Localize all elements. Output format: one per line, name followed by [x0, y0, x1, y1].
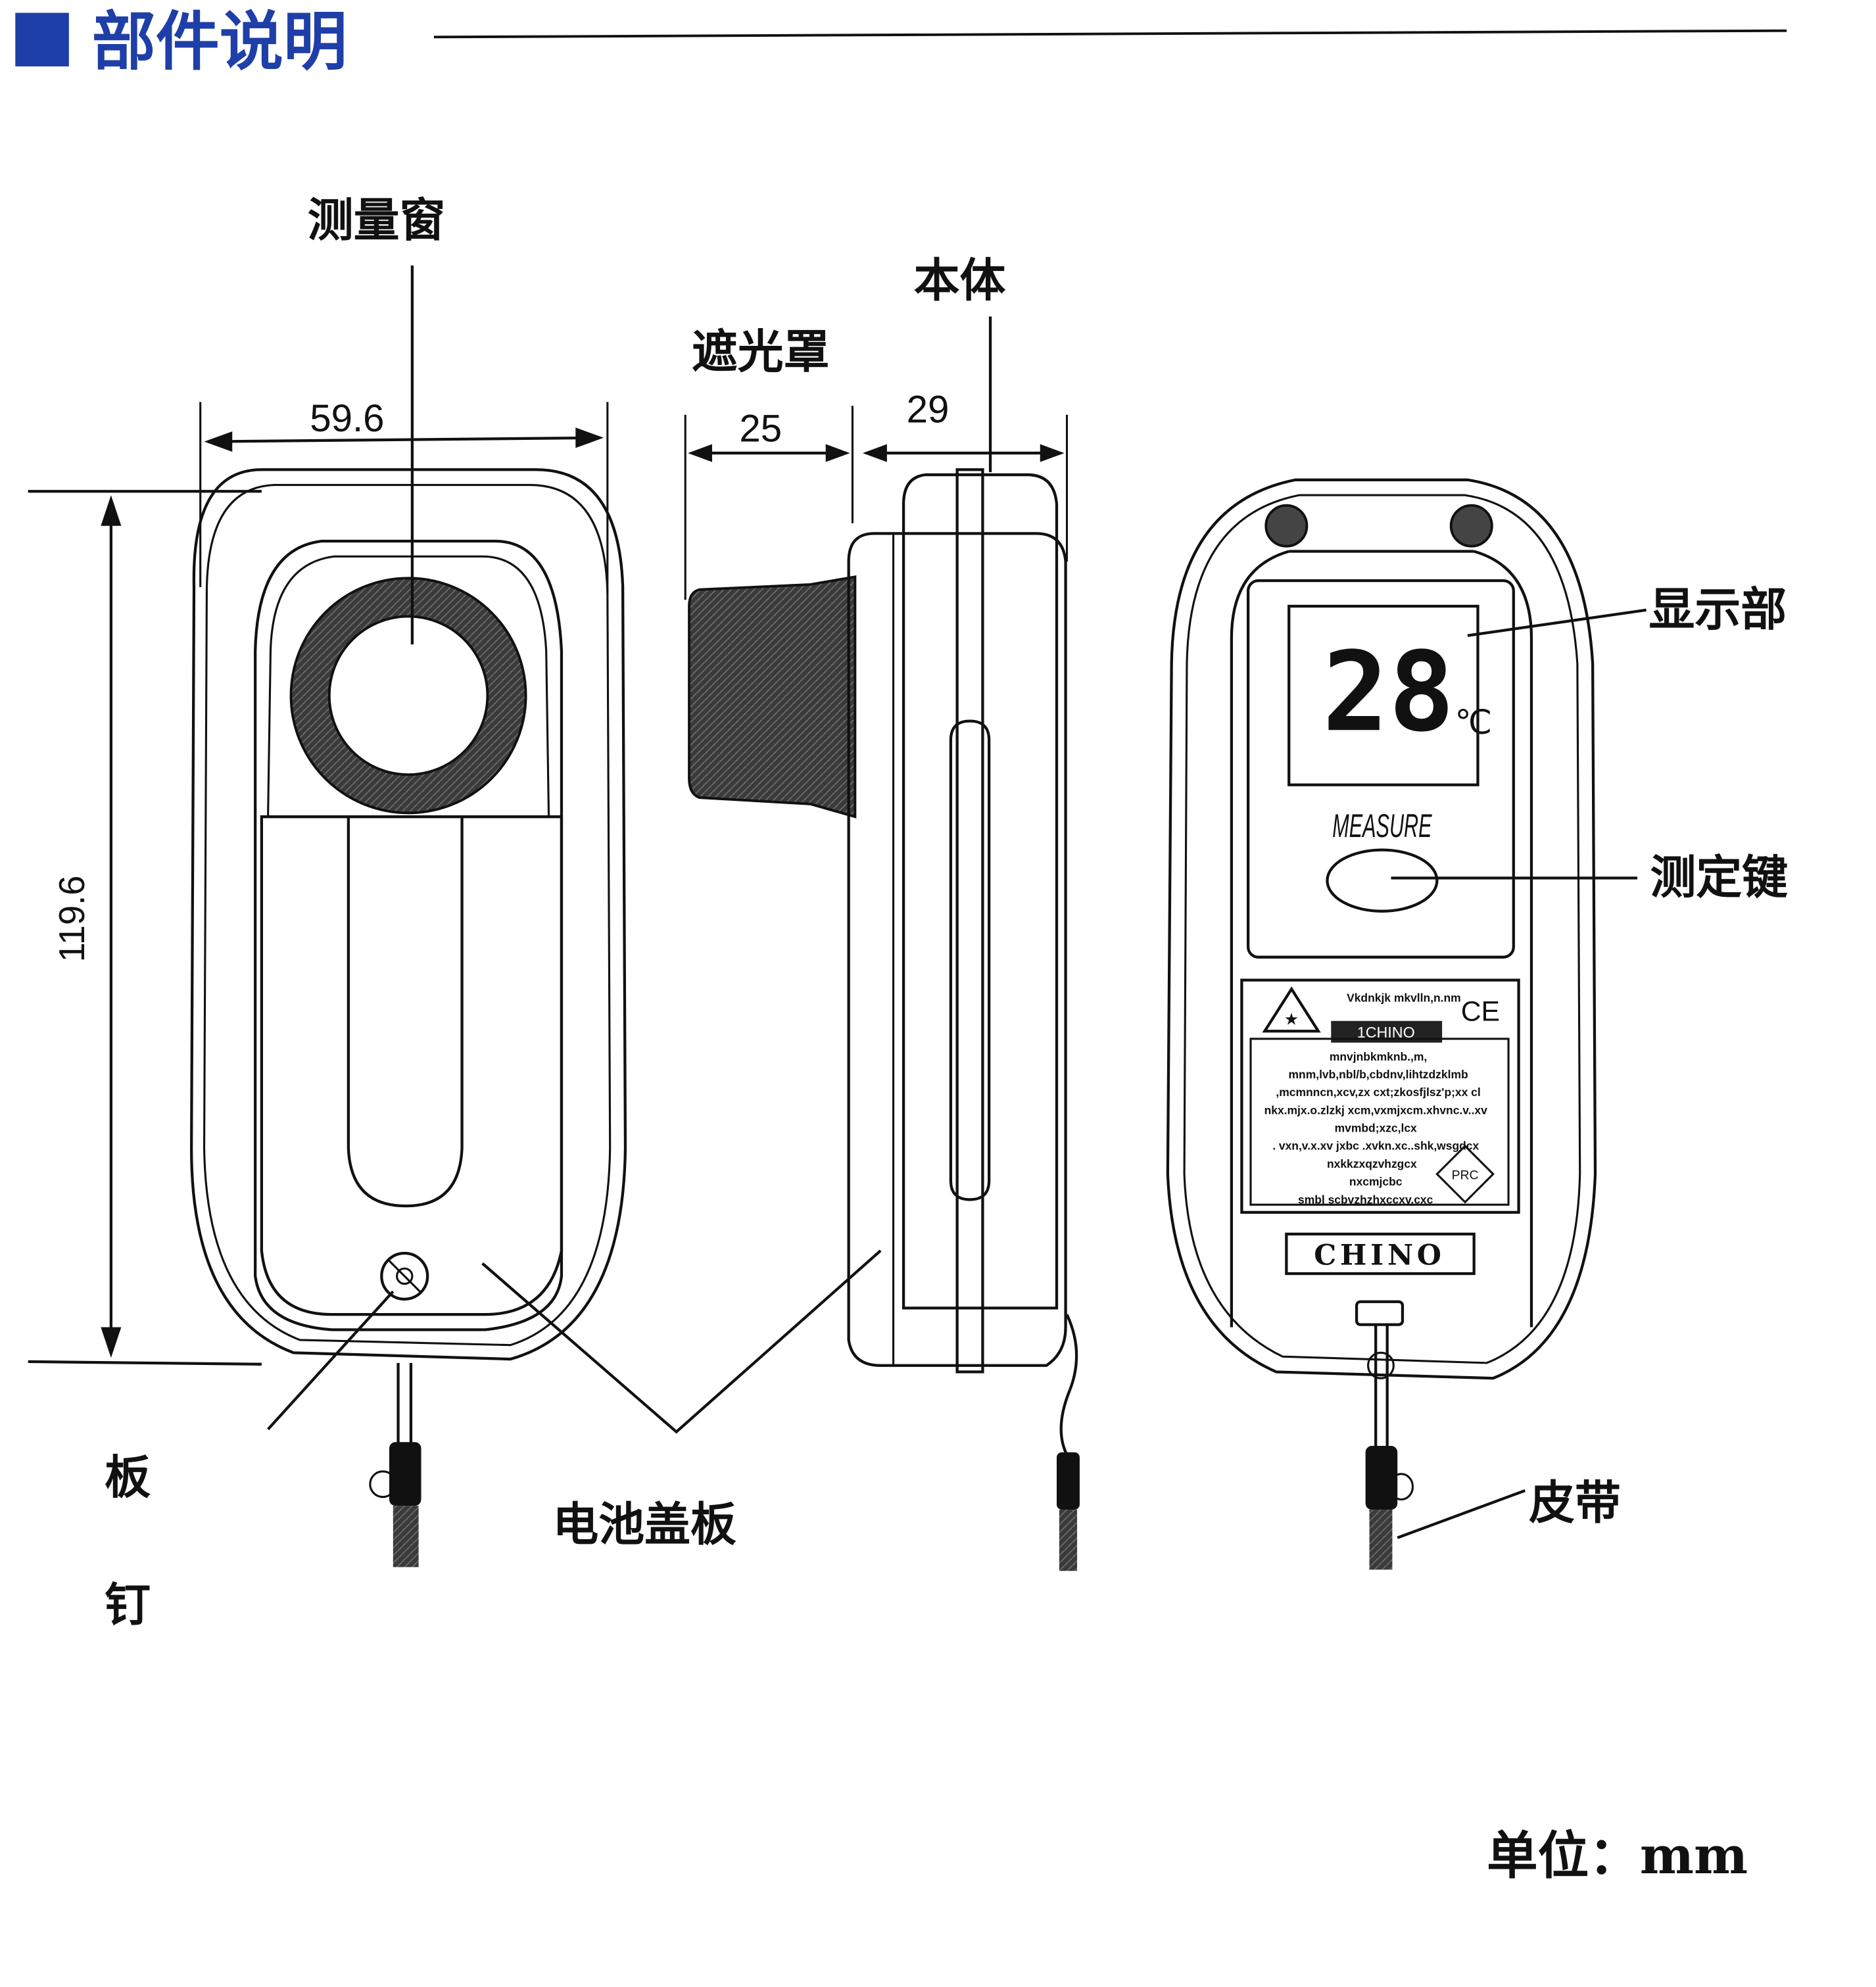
unit-note: 单位：mm	[1487, 1826, 1748, 1886]
label-battery-cover: 电池盖板	[552, 1498, 736, 1552]
lcd-unit: ℃	[1455, 703, 1493, 742]
light-hood	[688, 575, 857, 819]
header-square-icon	[15, 12, 69, 66]
label-display: 显示部	[1649, 583, 1787, 636]
width-dimension: 59.6	[199, 397, 609, 594]
screw-cap-right	[1449, 504, 1493, 548]
header-rule	[433, 29, 1787, 39]
label-measure-key: 测定键	[1650, 851, 1788, 905]
screw-icon	[380, 1251, 429, 1301]
svg-text:★: ★	[1284, 1011, 1299, 1029]
spec-label: ★ Vkdnkjk mkvlln,n.nm CE 1CHINO mnvjnbkm…	[1240, 978, 1520, 1214]
page-title: 部件说明	[92, 5, 347, 79]
label-hood: 遮光罩	[692, 325, 830, 379]
svg-text:mnvjnbkmknb.,m,: mnvjnbkmknb.,m,	[1330, 1050, 1427, 1063]
height-dimension: 119.6	[28, 490, 262, 1366]
side-dimensions: 25 29	[684, 388, 1069, 600]
screw-cap-left	[1264, 504, 1309, 548]
ce-mark: CE	[1461, 996, 1500, 1028]
hood-length-value: 25	[739, 408, 782, 450]
brand-plate	[1285, 1232, 1476, 1276]
strap-clip	[389, 1442, 421, 1506]
svg-text:Vkdnkjk mkvlln,n.nm: Vkdnkjk mkvlln,n.nm	[1347, 992, 1461, 1005]
rear-view: 28 ℃ MEASURE ★ Vkdnkjk mkvlln,n.nm CE 1C…	[1166, 478, 1597, 1570]
svg-text:nxkkzxqzvhzgcx: nxkkzxqzvhzgcx	[1327, 1157, 1417, 1170]
svg-text:smbl scbvzhzhxccxv.cxc: smbl scbvzhzhxccxv.cxc	[1298, 1193, 1433, 1206]
label-body: 本体	[914, 254, 1006, 307]
svg-text:nxcmjcbc: nxcmjcbc	[1349, 1175, 1403, 1188]
label-measuring-window: 测量窗	[308, 194, 446, 247]
prc-mark	[1435, 1144, 1495, 1204]
label-screw-2: 钉	[105, 1579, 151, 1632]
battery-cover	[260, 815, 564, 1316]
svg-text:. vxn,v.x.xv jxbc .xvkn.xc..sh: . vxn,v.x.xv jxbc .xvkn.xc..shk,wsgdcx	[1272, 1139, 1479, 1153]
svg-text:nkx.mjx.o.zlzkj xcm,vxmjxcm.xh: nkx.mjx.o.zlzkj xcm,vxmjxcm.xhvnc.v..xv	[1264, 1103, 1488, 1116]
svg-text:PRC: PRC	[1452, 1168, 1479, 1182]
width-value: 59.6	[310, 397, 384, 440]
svg-text:mnm,lvb,nbl/b,cbdnv,lihtzdzklm: mnm,lvb,nbl/b,cbdnv,lihtzdzklmb	[1289, 1068, 1468, 1081]
svg-text:,mcmnncn,xcv,zx cxt;zkosfjlsz': ,mcmnncn,xcv,zx cxt;zkosfjlsz'p;xx cl	[1276, 1086, 1480, 1099]
measure-label: MEASURE	[1332, 807, 1432, 844]
height-value: 119.6	[52, 876, 92, 963]
brand-name: CHINO	[1314, 1239, 1445, 1272]
measure-button[interactable]	[1326, 848, 1439, 913]
section-header: 部件说明	[15, 5, 1787, 79]
strap	[393, 1506, 419, 1568]
label-strap: 皮带	[1529, 1477, 1621, 1530]
front-view	[189, 468, 627, 1568]
lcd-display	[1287, 604, 1479, 786]
body-depth-value: 29	[907, 388, 950, 431]
warning-triangle-icon	[1262, 986, 1321, 1033]
lcd-reading: 28	[1322, 629, 1455, 756]
svg-text:mvmbd;xzc,lcx: mvmbd;xzc,lcx	[1335, 1122, 1417, 1135]
measuring-window	[327, 615, 489, 777]
cover-slot	[347, 817, 464, 1208]
callouts: 测量窗 遮光罩 本体 显示部 测定键 板 钉 电池盖板 皮带	[105, 194, 1788, 1632]
label-screw-1: 板	[105, 1451, 151, 1504]
side-view	[688, 468, 1080, 1571]
